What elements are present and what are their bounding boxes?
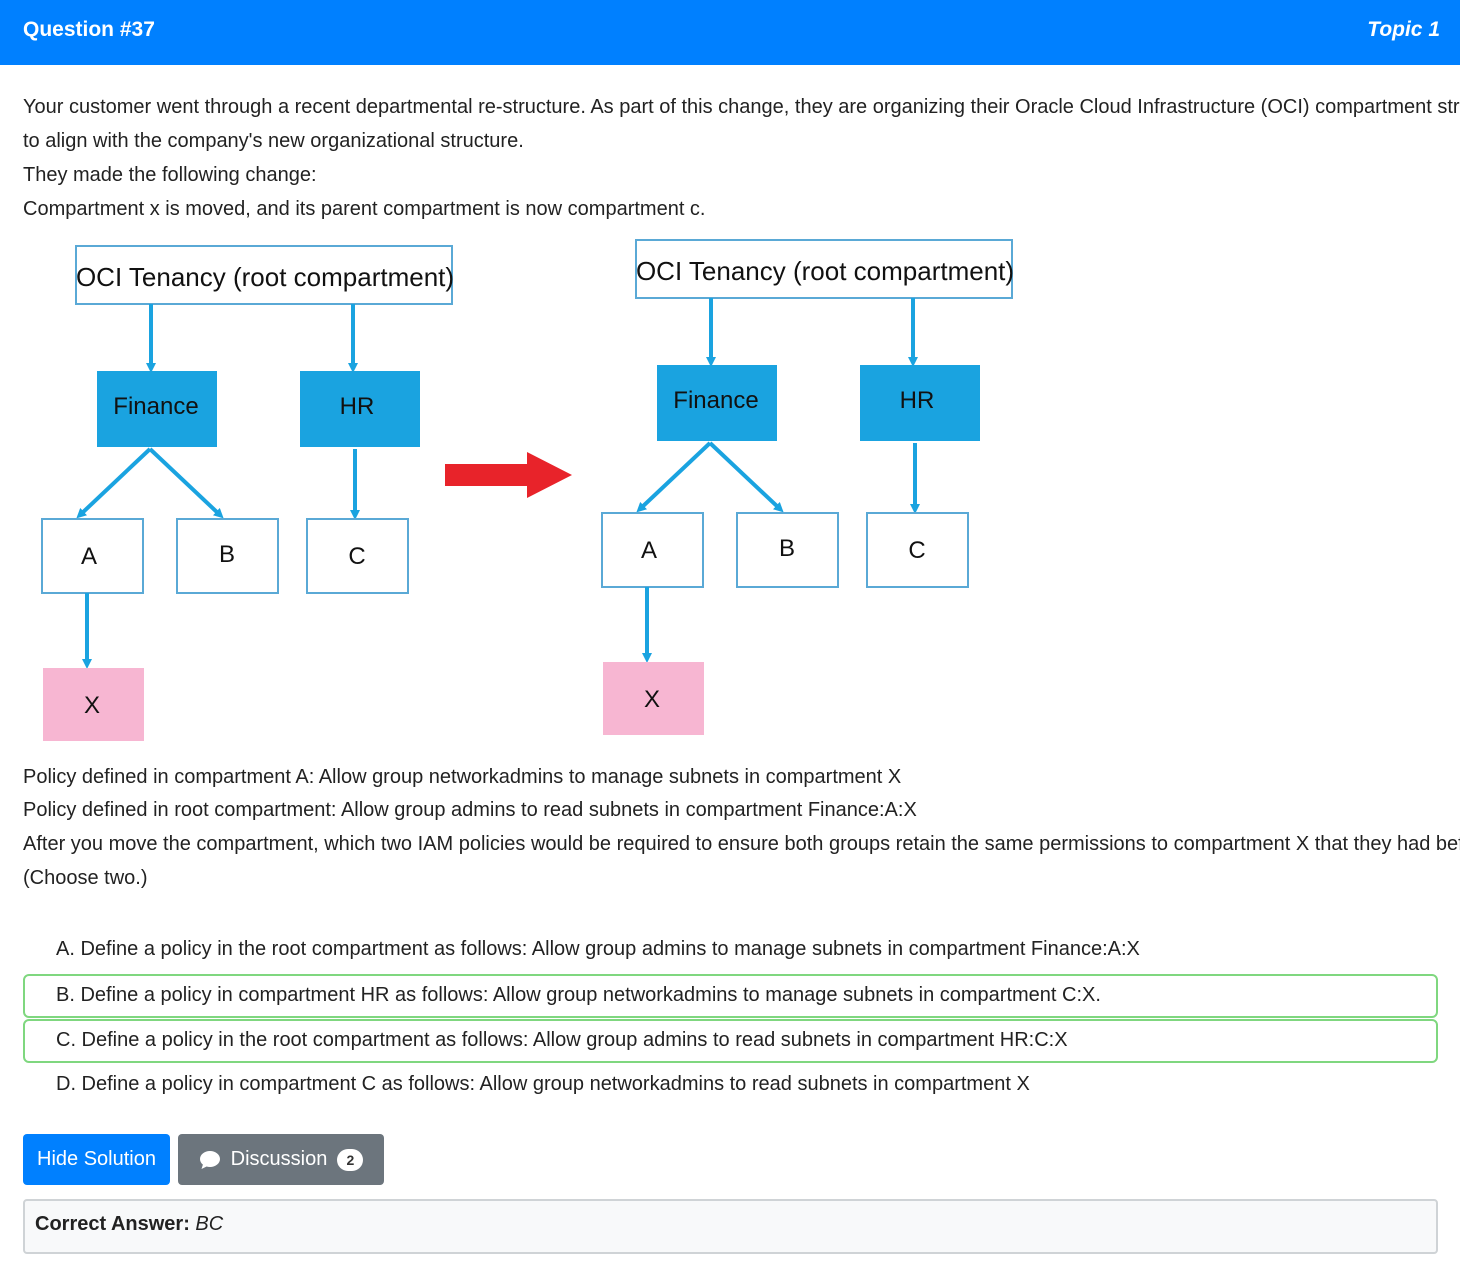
a-box-after [601,512,704,588]
question-number: Question #37 [23,18,155,41]
correct-answer-label: Correct Answer: [35,1213,196,1235]
b-label-after: B [779,535,795,562]
hide-solution-button[interactable]: Hide Solution [23,1134,170,1185]
discussion-count-badge: 2 [337,1148,364,1171]
hr-box-after [860,365,980,441]
option-b-correct-highlight[interactable] [23,974,1438,1018]
finance-label-before: Finance [113,393,198,420]
finance-label-after: Finance [673,387,758,414]
question-prompt: After you move the compartment, which tw… [23,833,1460,855]
compartment-diagram: OCI Tenancy (root compartment) Finance H… [41,239,1014,741]
diagram-after: OCI Tenancy (root compartment) Finance H… [601,239,1014,735]
question-intro-line-3: They made the following change: [23,164,317,186]
question-intro-line-4: Compartment x is moved, and its parent c… [23,198,706,220]
correct-answer-panel: Correct Answer: BC [23,1199,1438,1254]
c-box-before [306,518,409,594]
option-a[interactable]: A. Define a policy in the root compartme… [56,938,1140,960]
option-c-correct-highlight[interactable] [23,1019,1438,1063]
a-label-after: A [641,537,657,564]
b-box-before [176,518,279,594]
x-label-after: X [644,686,660,713]
policy-compartment-a: Policy defined in compartment A: Allow g… [23,766,902,788]
option-d[interactable]: D. Define a policy in compartment C as f… [56,1073,1030,1095]
discussion-button[interactable]: Discussion 2 [178,1134,384,1185]
policy-root-compartment: Policy defined in root compartment: Allo… [23,799,917,821]
x-box-before [43,668,144,741]
choose-two-note: (Choose two.) [23,867,148,889]
diagram-before: OCI Tenancy (root compartment) Finance H… [41,245,454,741]
correct-answer-value: BC [195,1213,224,1235]
b-label-before: B [219,541,235,568]
question-header: Question #37 Topic 1 [0,0,1460,65]
a-label-before: A [81,543,97,570]
root-box-before [75,245,453,305]
finance-box-after [657,365,777,441]
comment-icon [199,1150,220,1169]
x-box-after [603,662,704,735]
option-b[interactable]: B. Define a policy in compartment HR as … [56,984,1101,1006]
finance-box-before [97,371,217,447]
a-box-before [41,518,144,594]
c-label-before: C [348,543,365,570]
option-c[interactable]: C. Define a policy in the root compartme… [56,1029,1068,1051]
c-box-after [866,512,969,588]
hide-solution-label: Hide Solution [37,1148,156,1170]
b-box-after [736,512,839,588]
discussion-label: Discussion [230,1148,328,1170]
root-label-before: OCI Tenancy (root compartment) [76,262,454,292]
topic-label: Topic 1 [1367,18,1440,41]
hr-box-before [300,371,420,447]
hr-label-before: HR [340,393,375,420]
root-box-after [635,239,1013,299]
hr-label-after: HR [900,387,935,414]
root-label-after: OCI Tenancy (root compartment) [636,256,1014,286]
x-label-before: X [84,692,100,719]
question-intro-line-2: to align with the company's new organiza… [23,130,524,152]
c-label-after: C [908,537,925,564]
transition-arrow-icon [445,452,572,498]
question-intro-line-1: Your customer went through a recent depa… [23,96,1460,118]
